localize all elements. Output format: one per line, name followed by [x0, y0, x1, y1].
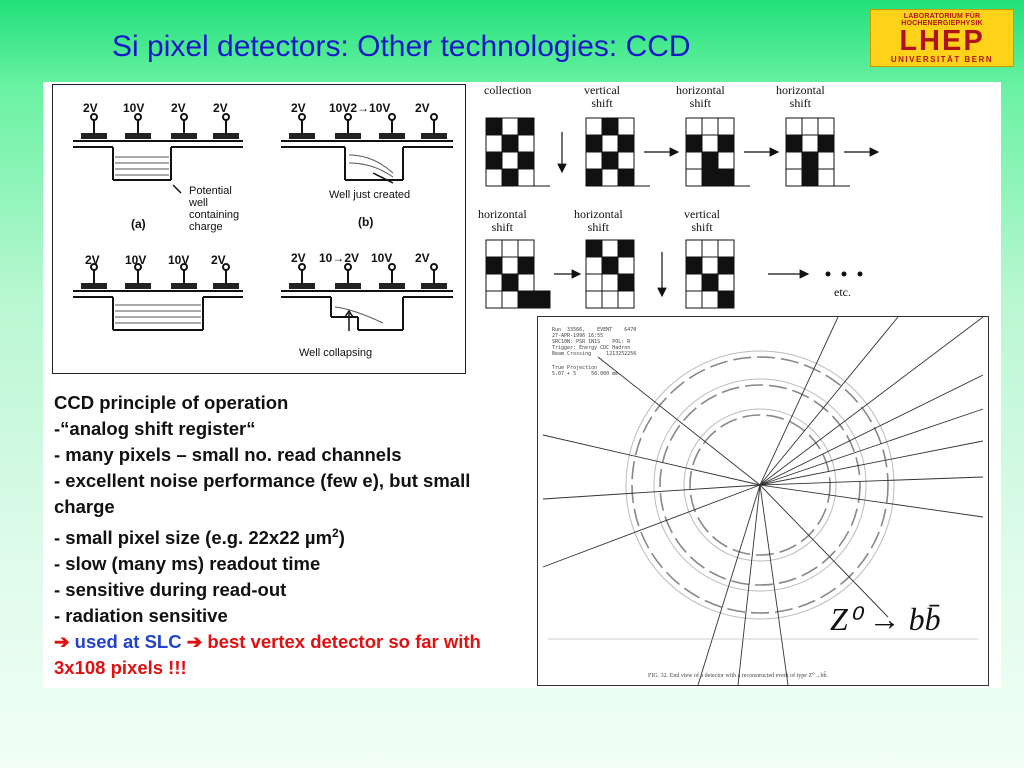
event-display-drawing: [542, 317, 984, 685]
bullet-noise: - excellent noise performance (few e), b…: [54, 470, 471, 517]
bullet-heading: CCD principle of operation: [54, 392, 289, 413]
z-to-bb-formula: Z⁰ → bb̄: [830, 601, 941, 637]
voltage-d-1: 2V: [291, 251, 306, 265]
label-horizontal-shift-2: horizontal shift: [776, 83, 825, 110]
label-horizontal-shift-3: horizontal shift: [478, 207, 527, 234]
well-created-annotation: Well just created: [329, 189, 411, 201]
voltage-c-2: 10V: [125, 253, 147, 267]
slide-title: Si pixel detectors: Other technologies: …: [112, 30, 691, 63]
slc-text: used at SLC: [69, 631, 187, 653]
event-projection-text: True Projection 5.07 + 5 50.000 mm: [552, 365, 619, 377]
potential-well-annotation: Potential well containing charge: [189, 185, 240, 233]
logo-main-text: LHEP: [899, 25, 985, 57]
event-display: Run 33566, EVENT 6470 27-APR-1996 16:55 …: [537, 316, 989, 686]
event-caption: FIG. 32. End view of a detector with a r…: [648, 673, 829, 679]
bullet-analog-shift: -“analog shift register“: [54, 418, 256, 439]
arrow-right-icon-2: ➔: [186, 631, 203, 653]
voltage-a-4: 2V: [213, 101, 228, 115]
best-vertex-text: best vertex detector so far with 3x108 p…: [54, 631, 481, 679]
label-collection: collection: [484, 83, 532, 97]
voltage-d-4: 2V: [415, 251, 430, 265]
voltage-b-2: 10V2→10V: [329, 101, 391, 115]
bullet-radiation: - radiation sensitive: [54, 605, 228, 627]
label-vertical-shift-1: vertical shift: [584, 83, 620, 110]
potential-well-diagram: 2V 10V 2V 2V Potential well containing c…: [52, 84, 466, 374]
bullet-many-pixels: - many pixels – small no. read channels: [54, 444, 402, 465]
voltage-c-1: 2V: [85, 253, 100, 267]
label-horizontal-shift-1: horizontal shift: [676, 83, 725, 110]
caption-a: (a): [131, 217, 146, 231]
potential-well-drawing: [73, 113, 453, 331]
pixel-size-close: ): [338, 527, 345, 549]
voltage-b-1: 2V: [291, 101, 306, 115]
pixel-size-text: - small pixel size (e.g. 22x22 µm: [54, 527, 333, 549]
voltage-a-1: 2V: [83, 101, 98, 115]
ccd-shift-grids: [485, 117, 880, 309]
label-horizontal-shift-4: horizontal shift: [574, 207, 623, 234]
bullet-readout-time: - slow (many ms) readout time: [54, 553, 321, 575]
lhep-logo: LABORATORIUM FÜR HOCHENERGIEPHYSIK LHEP …: [870, 9, 1014, 67]
voltage-c-3: 10V: [168, 253, 190, 267]
well-collapsing-annotation: Well collapsing: [299, 347, 373, 359]
pixel-size-superscript: 2: [332, 526, 339, 540]
bullet-sensitive: - sensitive during read-out: [54, 579, 287, 601]
bullet-pixel-size: - small pixel size (e.g. 22x22 µm2): [54, 520, 534, 551]
ccd-bullet-list: CCD principle of operation -“analog shif…: [54, 390, 534, 681]
ccd-shift-diagram: collection vertical shift horizontal shi…: [478, 82, 898, 312]
logo-top-text: LABORATORIUM FÜR HOCHENERGIEPHYSIK: [901, 13, 983, 27]
bullet-slc-highlight: ➔ used at SLC ➔ best vertex detector so …: [54, 629, 534, 681]
caption-b: (b): [358, 215, 374, 229]
voltage-b-3: 2V: [415, 101, 430, 115]
voltage-d-2: 10→2V: [319, 251, 360, 265]
label-vertical-shift-2: vertical shift: [684, 207, 720, 234]
event-header-text: Run 33566, EVENT 6470 27-APR-1996 16:55 …: [552, 327, 637, 357]
voltage-a-3: 2V: [171, 101, 186, 115]
voltage-d-3: 10V: [371, 251, 393, 265]
logo-bottom-text: UNIVERSITÄT BERN: [890, 55, 994, 64]
voltage-a-2: 10V: [123, 101, 145, 115]
voltage-c-4: 2V: [211, 253, 226, 267]
arrow-right-icon: ➔: [54, 631, 70, 653]
label-etc: etc.: [834, 285, 851, 299]
